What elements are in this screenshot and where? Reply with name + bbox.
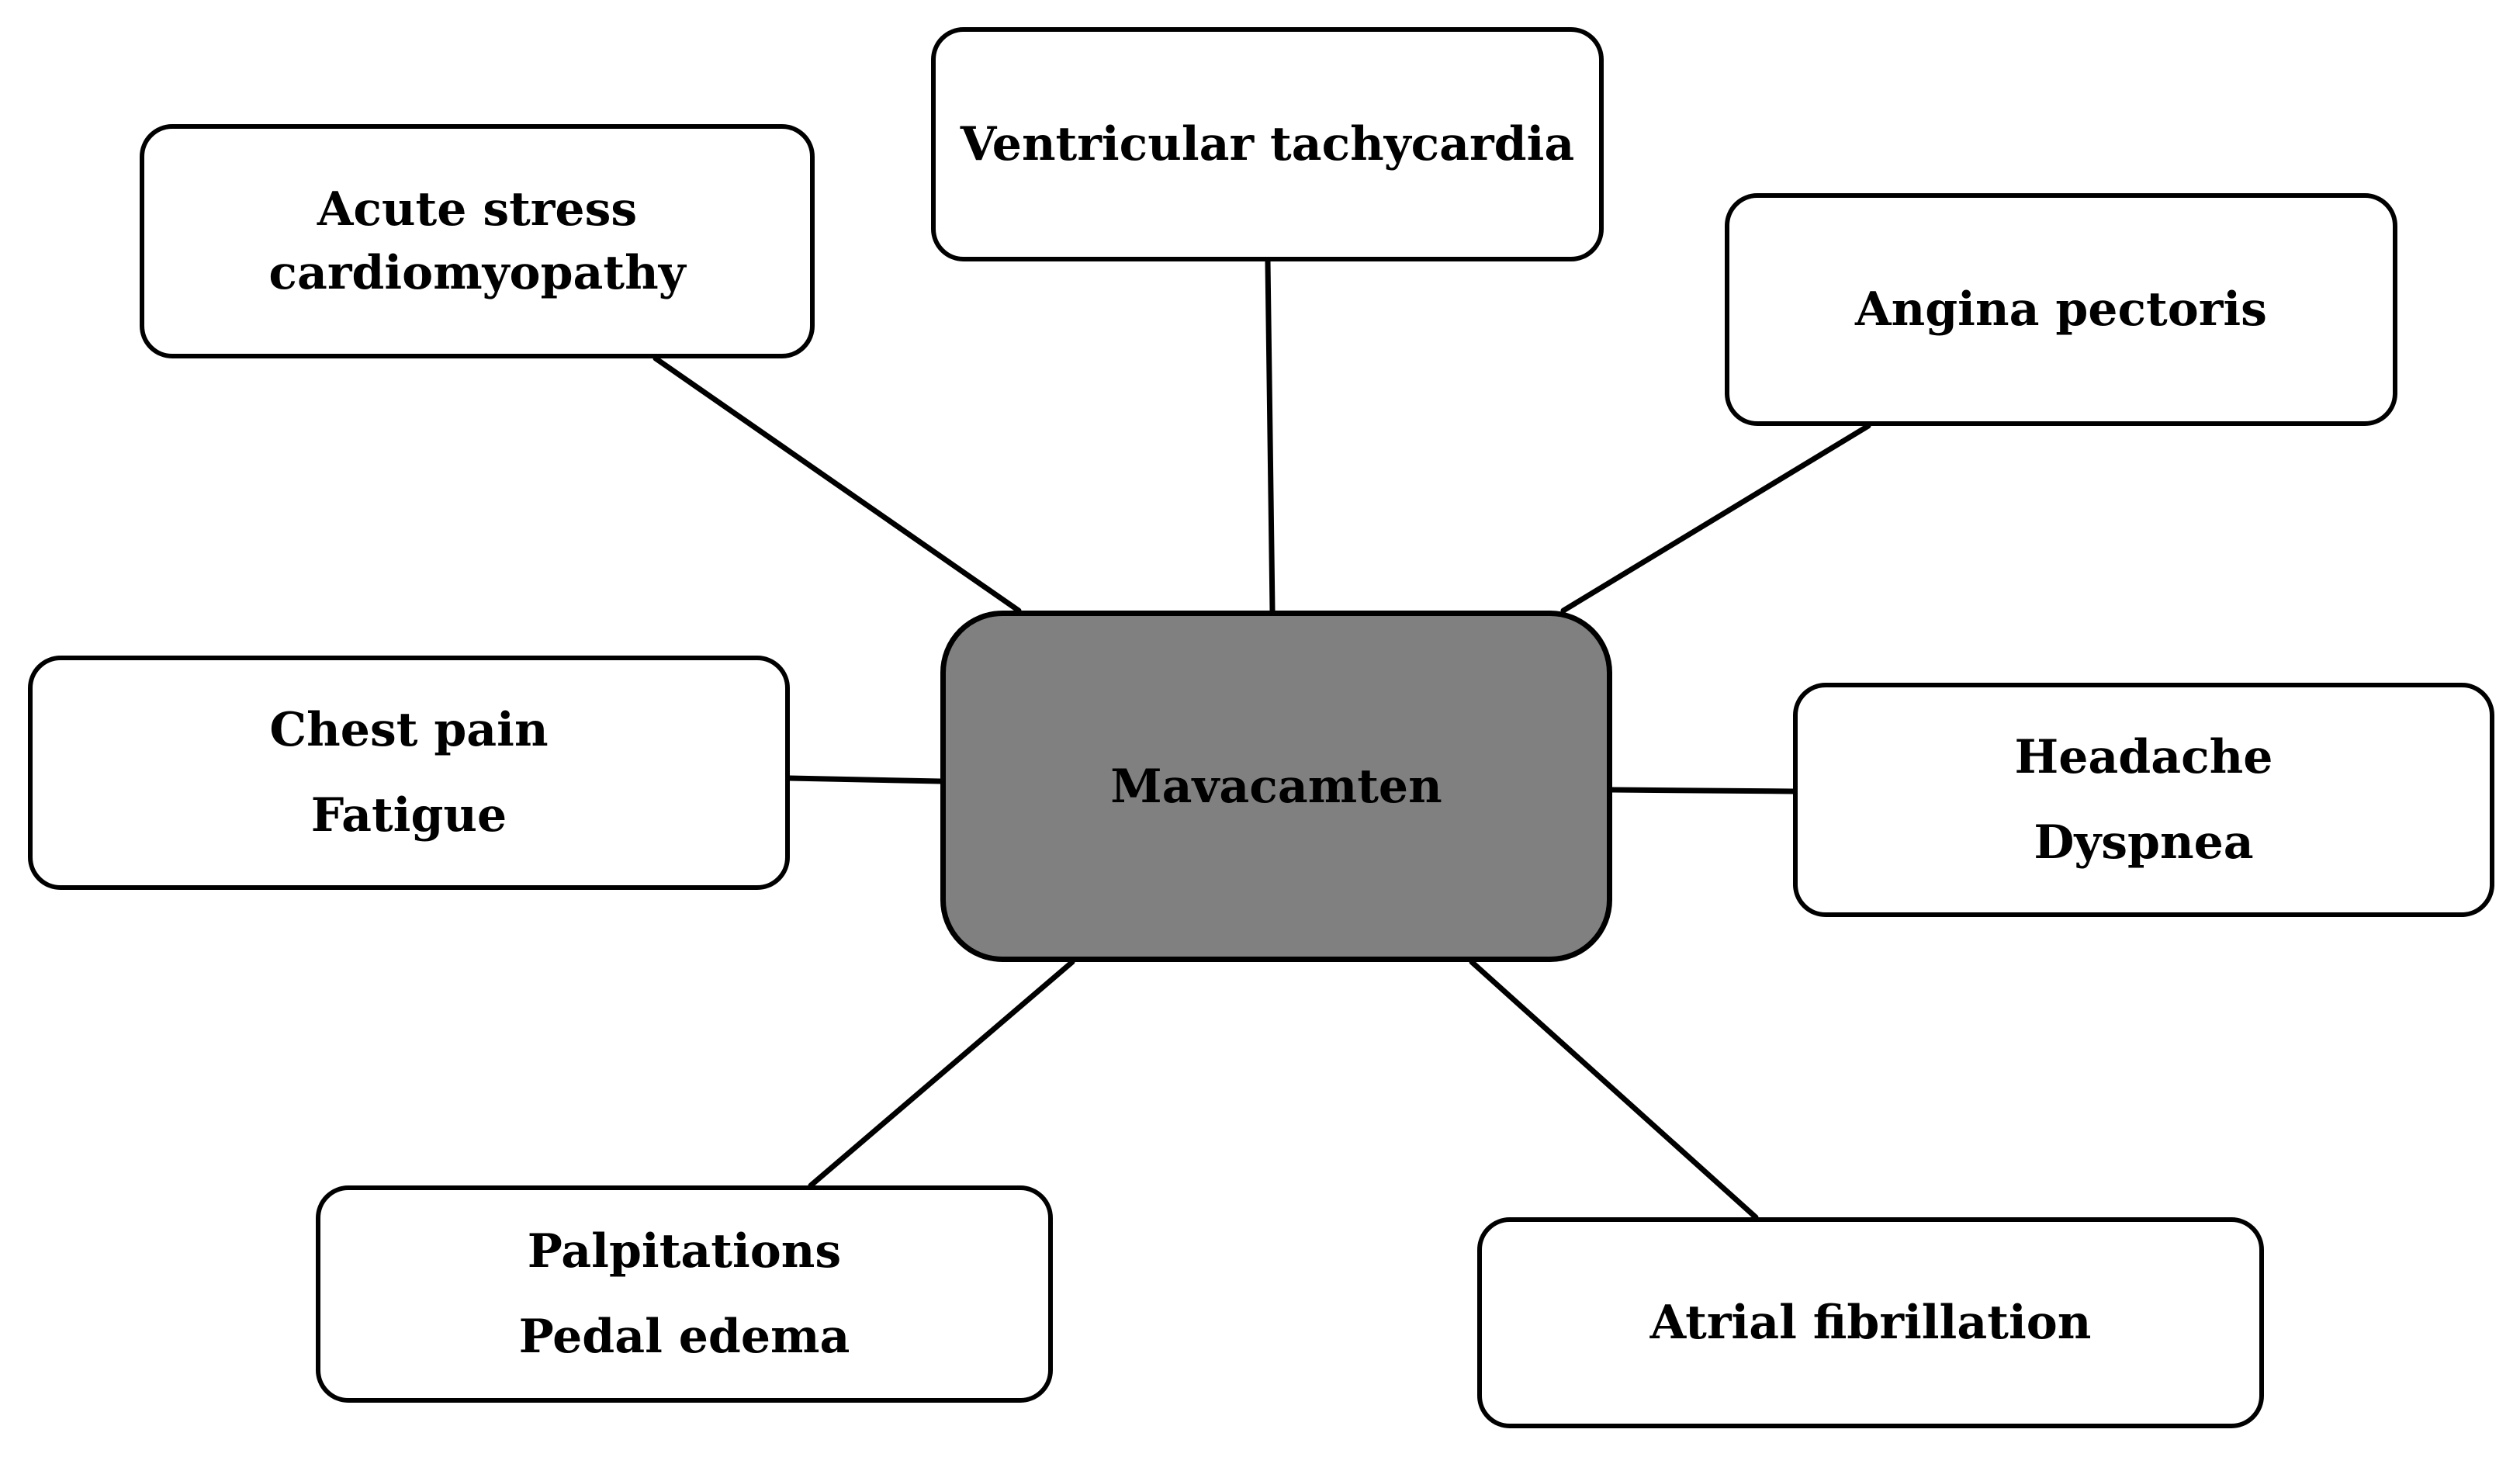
effect-label-line-1: Headache (2014, 730, 2273, 784)
effect-label-line-1: Acute stress (317, 182, 638, 237)
effect-node-palpitations-pedal-edema: Palpitations Pedal edema (316, 1185, 1053, 1403)
connector-palpitations-pedal-edema (808, 959, 1075, 1189)
connector-atrial-fibrillation (1469, 959, 1759, 1220)
effect-node-headache-dyspnea: Headache Dyspnea (1793, 683, 2494, 917)
effect-label: Atrial fibrillation (1649, 1296, 2092, 1350)
effect-label: Ventricular tachycardia (960, 117, 1575, 171)
effect-label-line-2: Fatigue (310, 788, 507, 843)
connector-headache-dyspnea (1609, 787, 1796, 794)
effect-label-line-1: Palpitations (527, 1224, 842, 1279)
effect-node-atrial-fibrillation: Atrial fibrillation (1477, 1217, 2264, 1428)
connector-acute-stress-cardiomyopathy (652, 355, 1022, 614)
effect-node-ventricular-tachycardia: Ventricular tachycardia (931, 27, 1604, 261)
effect-label-line-1: Chest pain (269, 703, 549, 757)
effect-label-line-2: Dyspnea (2034, 815, 2254, 870)
effect-node-angina-pectoris: Angina pectoris (1725, 193, 2397, 426)
central-drug-label: Mavacamten (1110, 759, 1442, 814)
effect-node-acute-stress-cardiomyopathy: Acute stress cardiomyopathy (140, 124, 815, 358)
central-drug-node: Mavacamten (940, 611, 1612, 962)
effect-node-chest-pain-fatigue: Chest pain Fatigue (28, 656, 790, 890)
connector-angina-pectoris (1560, 423, 1871, 614)
connector-chest-pain-fatigue (787, 775, 943, 784)
effect-label-line-2: Pedal edema (518, 1310, 850, 1364)
effect-label-line-2: cardiomyopathy (268, 246, 686, 300)
effect-label: Angina pectoris (1855, 282, 2267, 337)
connector-ventricular-tachycardia (1265, 258, 1276, 614)
